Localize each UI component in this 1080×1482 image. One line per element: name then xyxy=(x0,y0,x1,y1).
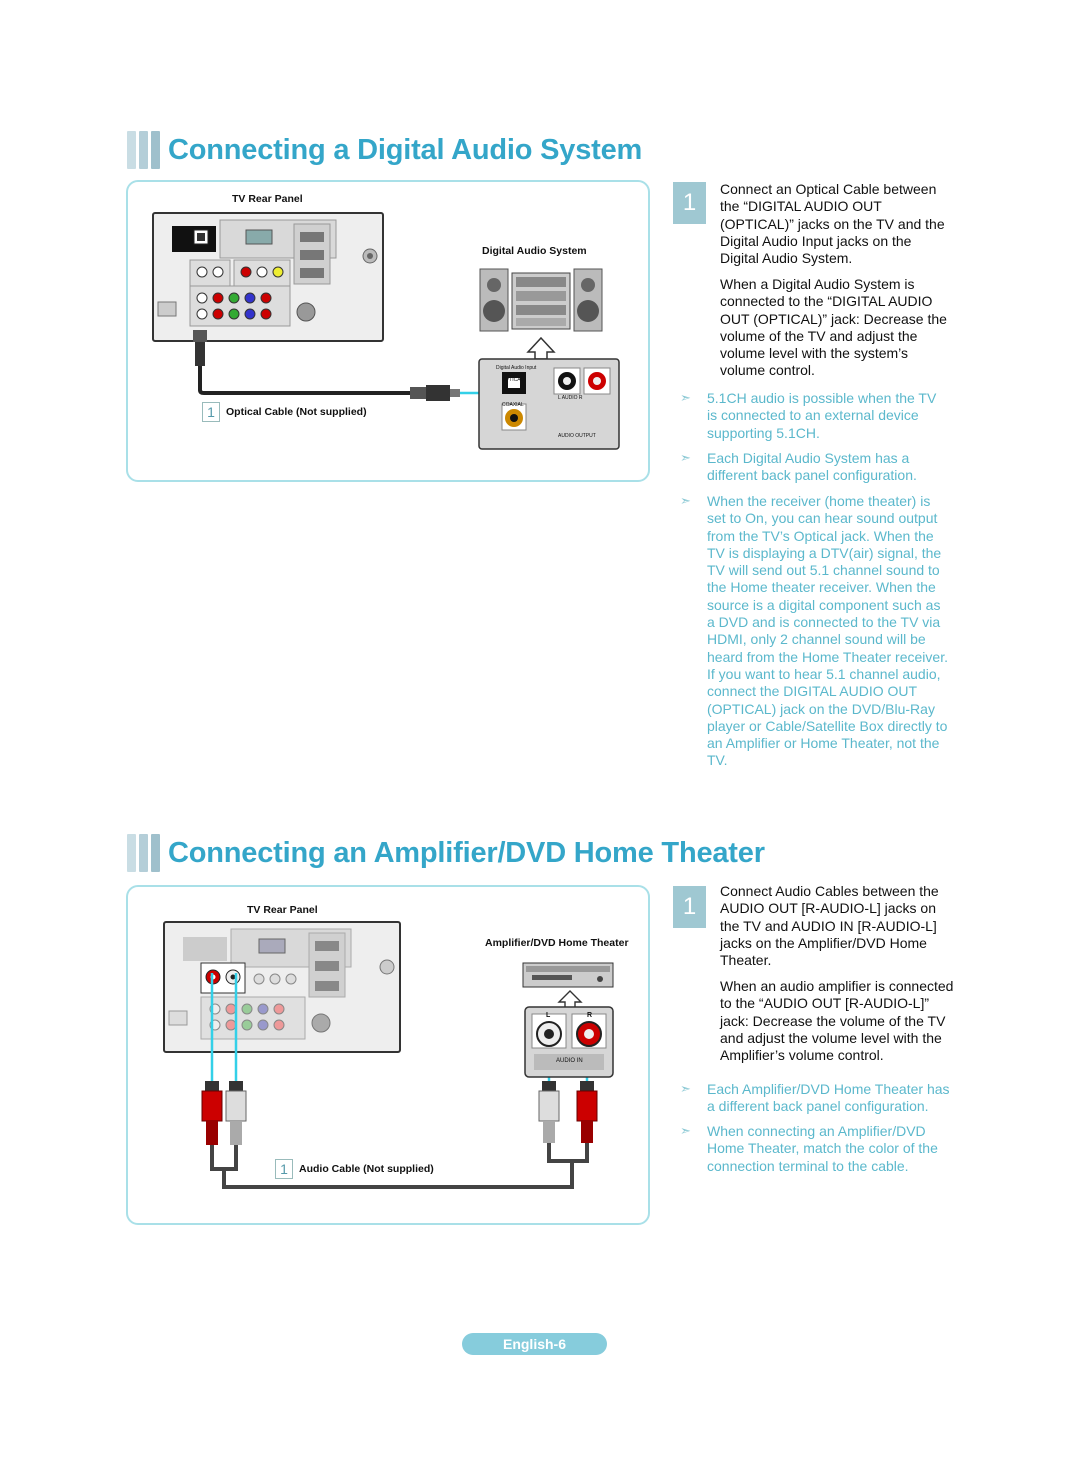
optical-label: OPTICAL xyxy=(502,377,524,383)
tv-rear-panel-label: TV Rear Panel xyxy=(232,193,303,205)
tv-rear-panel-label: TV Rear Panel xyxy=(247,904,318,916)
cable-number: 1 xyxy=(275,1159,293,1179)
note-1: Each Amplifier/DVD Home Theater has a di… xyxy=(707,1081,950,1115)
device-label: Amplifier/DVD Home Theater xyxy=(485,937,629,949)
audio-output-label: AUDIO OUTPUT xyxy=(558,433,596,439)
l-label: L xyxy=(546,1012,551,1019)
step-paragraph-1: Connect Audio Cables between the AUDIO O… xyxy=(720,883,939,969)
cable-number: 1 xyxy=(202,402,220,422)
cable-text: Audio Cable (Not supplied) xyxy=(299,1163,434,1175)
step-paragraph-1: Connect an Optical Cable between the “DI… xyxy=(720,181,945,267)
step-paragraph-2: When a Digital Audio System is connected… xyxy=(720,276,947,379)
note-arrow-icon: ➣ xyxy=(680,391,691,406)
step-number: 1 xyxy=(673,182,706,224)
audio-in-label: AUDIO IN xyxy=(556,1058,583,1064)
step-number: 1 xyxy=(673,886,706,928)
title-bars-decoration xyxy=(127,834,160,872)
page-title: Connecting an Amplifier/DVD Home Theater xyxy=(168,836,765,869)
note-2: Each Digital Audio System has a differen… xyxy=(707,450,917,484)
device-label: Digital Audio System xyxy=(482,245,587,257)
note-arrow-icon: ➣ xyxy=(680,494,691,509)
r-label: R xyxy=(587,1012,593,1019)
page-title: Connecting a Digital Audio System xyxy=(168,133,643,166)
arrow-up-icon xyxy=(526,336,556,360)
tv-rear-panel-drawing xyxy=(157,219,378,327)
optical-cable xyxy=(193,330,502,401)
l-audio-r-label: L AUDIO R xyxy=(558,395,583,401)
tv-rear-panel-image xyxy=(152,212,384,342)
amplifier-back-panel xyxy=(524,1006,614,1078)
title-bars-decoration xyxy=(127,131,160,169)
dvd-home-theater-image xyxy=(522,962,614,988)
note-arrow-icon: ➣ xyxy=(680,1082,691,1097)
page-number-badge: English-6 xyxy=(462,1333,607,1355)
digital-audio-back-panel xyxy=(478,358,620,450)
note-2: When connecting an Amplifier/DVD Home Th… xyxy=(707,1123,938,1174)
note-3: When the receiver (home theater) is set … xyxy=(707,493,948,769)
section-title-digital-audio: Connecting a Digital Audio System xyxy=(127,130,642,170)
cable-label-audio: 1 Audio Cable (Not supplied) xyxy=(275,1159,434,1179)
note-arrow-icon: ➣ xyxy=(680,451,691,466)
section-title-amplifier: Connecting an Amplifier/DVD Home Theater xyxy=(127,833,765,873)
coaxial-label: COAXIAL xyxy=(502,402,524,408)
cable-label-optical: 1 Optical Cable (Not supplied) xyxy=(202,402,367,422)
note-arrow-icon: ➣ xyxy=(680,1124,691,1139)
digital-audio-system-image xyxy=(479,268,603,332)
digital-audio-input-label: Digital Audio Input xyxy=(496,365,537,371)
cable-text: Optical Cable (Not supplied) xyxy=(226,406,367,418)
audio-cable xyxy=(201,973,598,1189)
step-paragraph-2: When an audio amplifier is connected to … xyxy=(720,978,954,1064)
note-1: 5.1CH audio is possible when the TV is c… xyxy=(707,390,937,441)
